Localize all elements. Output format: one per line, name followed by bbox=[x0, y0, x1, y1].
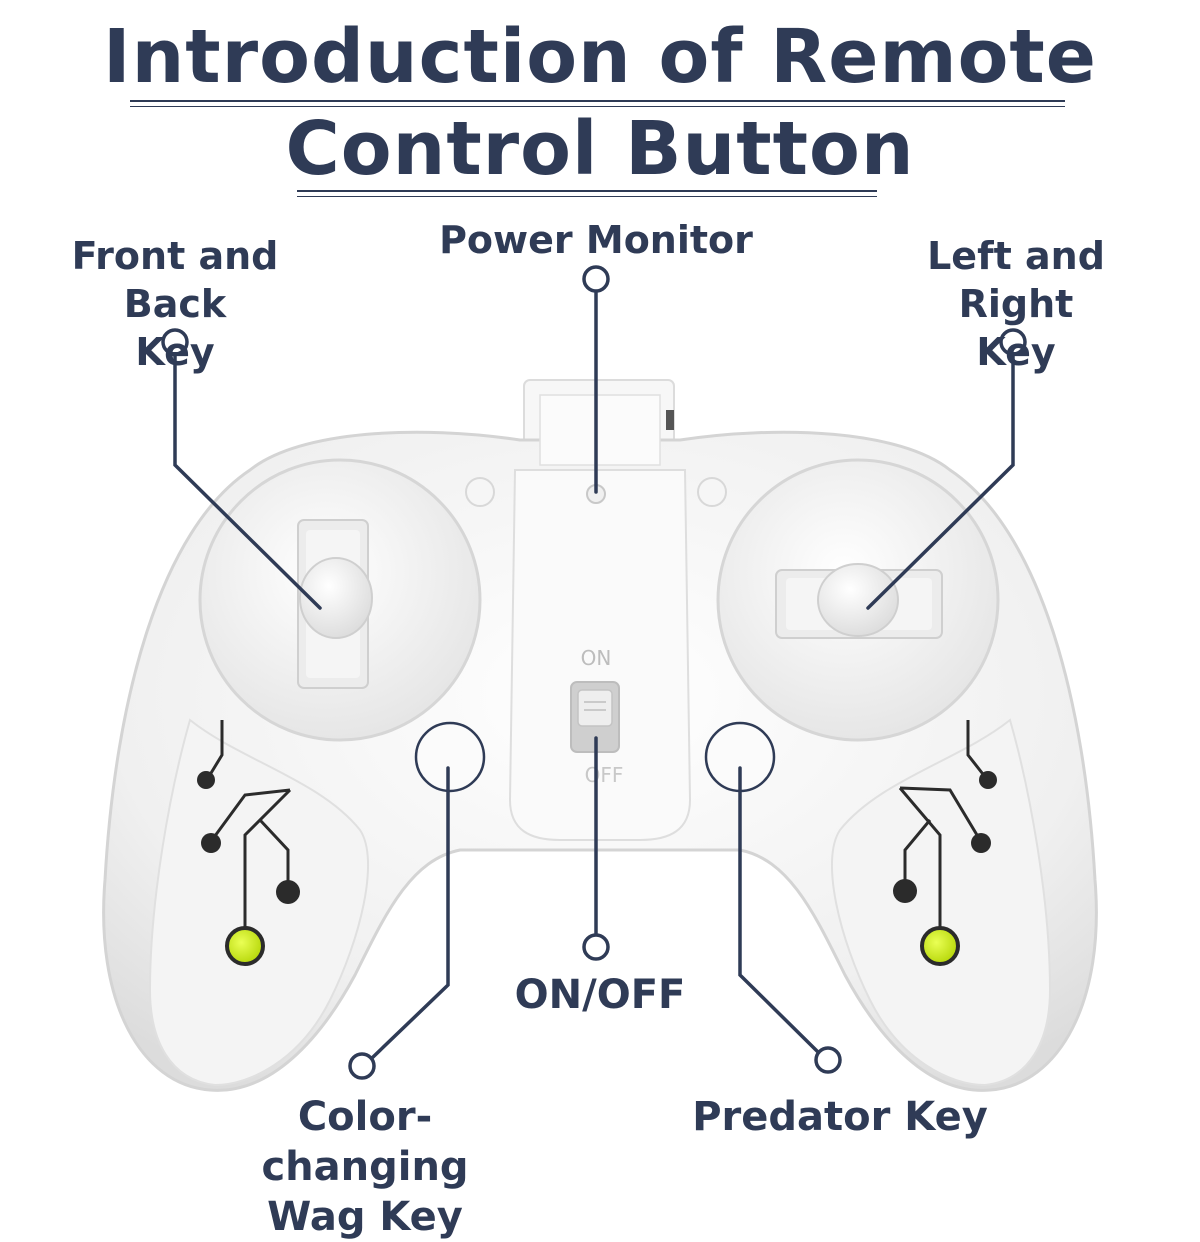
callout-endpoints bbox=[161, 265, 1027, 1080]
right-joystick-knob bbox=[817, 563, 899, 637]
label-on-off: ON/OFF bbox=[514, 972, 686, 1018]
label-left-right-key: Left and Right Key bbox=[927, 234, 1105, 374]
callout-line-predator bbox=[738, 766, 820, 1054]
callout-line-color-wag bbox=[370, 766, 450, 1060]
label-front-back-key: Front and Back Key bbox=[71, 234, 279, 374]
color-wag-button bbox=[414, 721, 486, 793]
right-green-led bbox=[920, 926, 960, 966]
right-circuit-decoration bbox=[898, 720, 988, 940]
center-panel bbox=[508, 469, 692, 841]
left-small-button bbox=[465, 477, 495, 507]
left-joystick-knob bbox=[299, 557, 373, 639]
title-underline-2 bbox=[297, 190, 877, 192]
left-grip-panel bbox=[148, 718, 370, 1087]
title-line-2: Control Button bbox=[284, 105, 915, 193]
title-line-1: Introduction of Remote bbox=[102, 13, 1097, 101]
switch-on-text: ON bbox=[581, 646, 612, 670]
title-underline-2b bbox=[297, 196, 877, 197]
callout-line-left-right bbox=[866, 352, 1015, 610]
left-green-led bbox=[225, 926, 265, 966]
callout-line-front-back bbox=[173, 352, 322, 610]
title-underline-1b bbox=[130, 106, 1065, 107]
switch-off-text: OFF bbox=[585, 763, 624, 787]
controller-illustration: ON OFF bbox=[102, 265, 1098, 1092]
label-color-changing-wag-key: Color-changing Wag Key bbox=[261, 1094, 469, 1240]
title-underline-1 bbox=[130, 100, 1065, 102]
right-small-button bbox=[697, 477, 727, 507]
label-predator-key: Predator Key bbox=[692, 1094, 988, 1140]
callout-lines bbox=[173, 290, 1015, 1060]
left-circuit-decoration bbox=[206, 720, 292, 940]
diagram-canvas: Introduction of Remote Control Button bbox=[71, 13, 1105, 1240]
label-power-monitor: Power Monitor bbox=[439, 218, 753, 262]
